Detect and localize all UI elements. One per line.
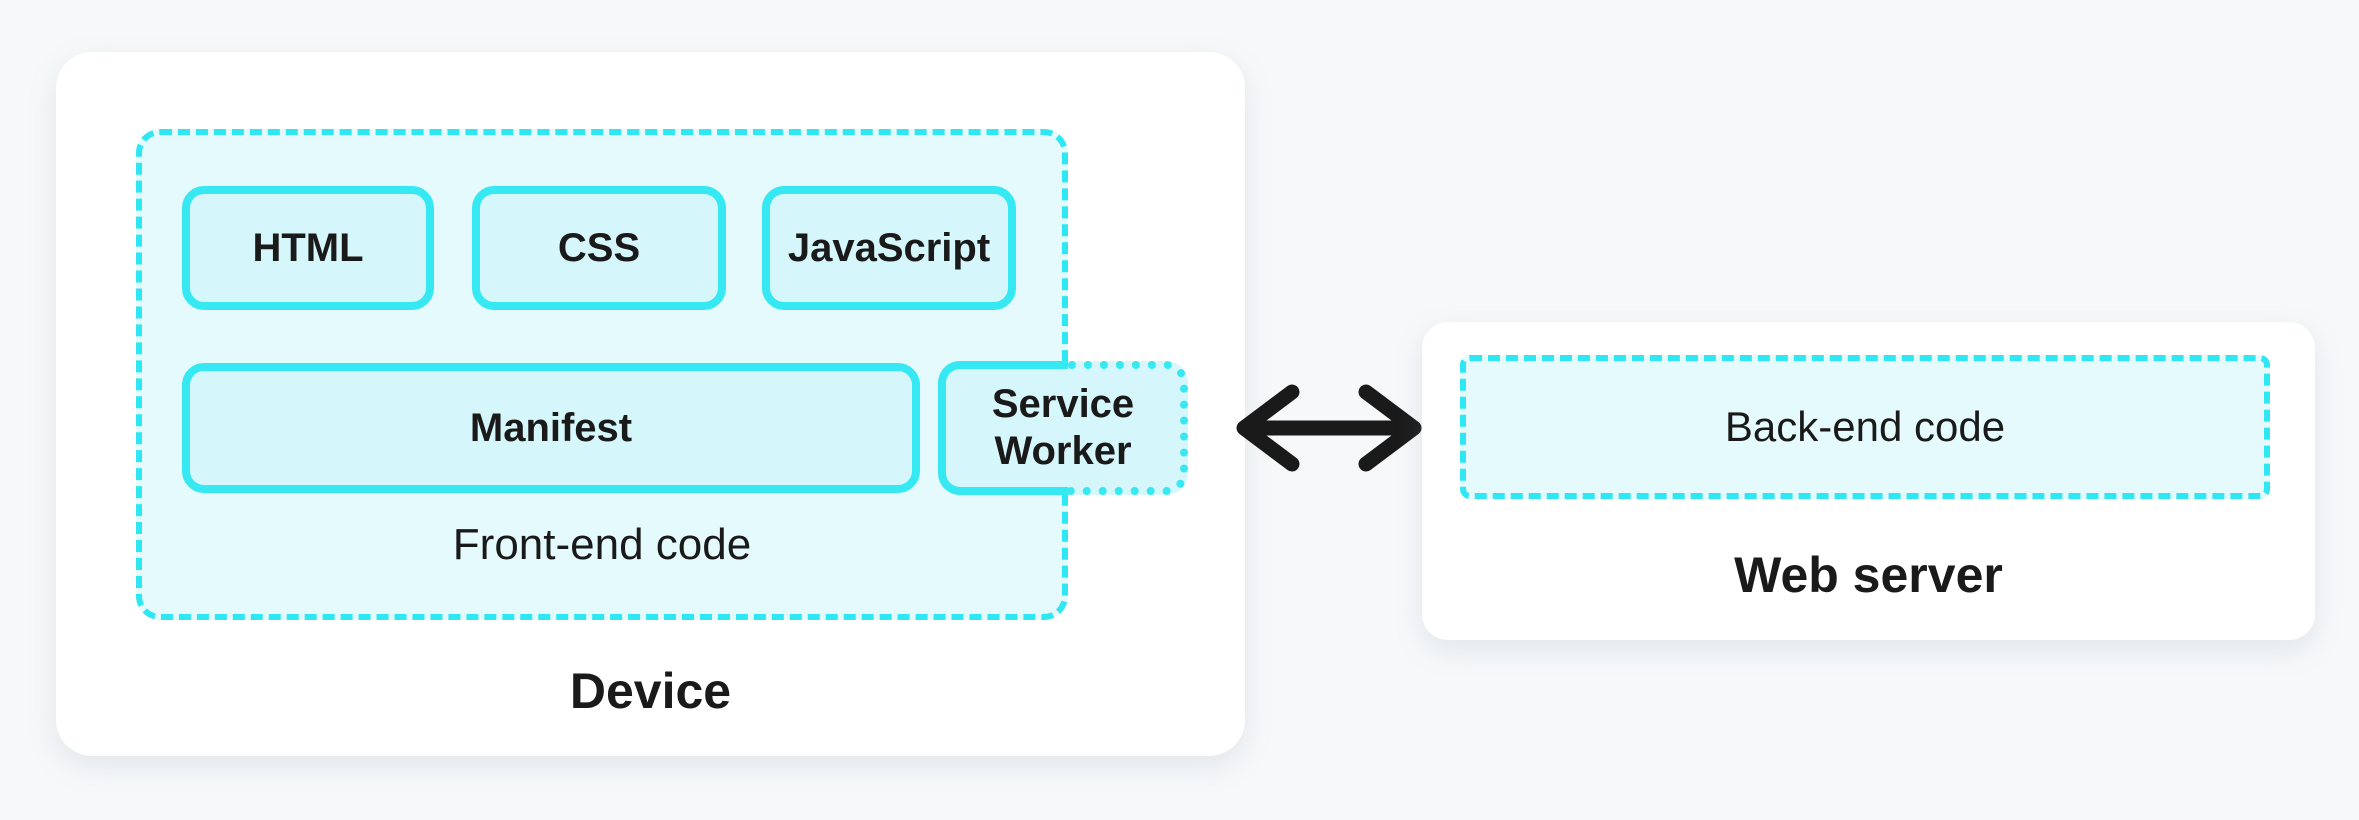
service-worker-box: Service Worker xyxy=(938,361,1188,495)
web-server-card: Back-end code Web server xyxy=(1422,322,2315,640)
device-card: HTML CSS JavaScript Manifest Service Wor… xyxy=(56,52,1245,756)
manifest-box-label: Manifest xyxy=(469,405,633,450)
manifest-box: Manifest xyxy=(182,363,920,493)
javascript-box: JavaScript xyxy=(762,186,1016,310)
double-arrow-icon xyxy=(1236,384,1422,472)
frontend-code-container: HTML CSS JavaScript Manifest Service Wor… xyxy=(136,129,1188,620)
service-worker-solid-border xyxy=(938,361,1068,495)
html-box: HTML xyxy=(182,186,434,310)
device-label: Device xyxy=(569,663,732,719)
backend-code-label: Back-end code xyxy=(1724,403,2006,450)
html-box-label: HTML xyxy=(252,225,364,270)
backend-code-box: Back-end code xyxy=(1460,355,2270,499)
web-server-label: Web server xyxy=(1734,547,2003,603)
css-box-label: CSS xyxy=(557,225,641,270)
javascript-box-label: JavaScript xyxy=(787,225,991,270)
css-box: CSS xyxy=(472,186,726,310)
frontend-code-label: Front-end code xyxy=(452,520,752,569)
service-worker-label: Service Worker xyxy=(991,381,1135,473)
